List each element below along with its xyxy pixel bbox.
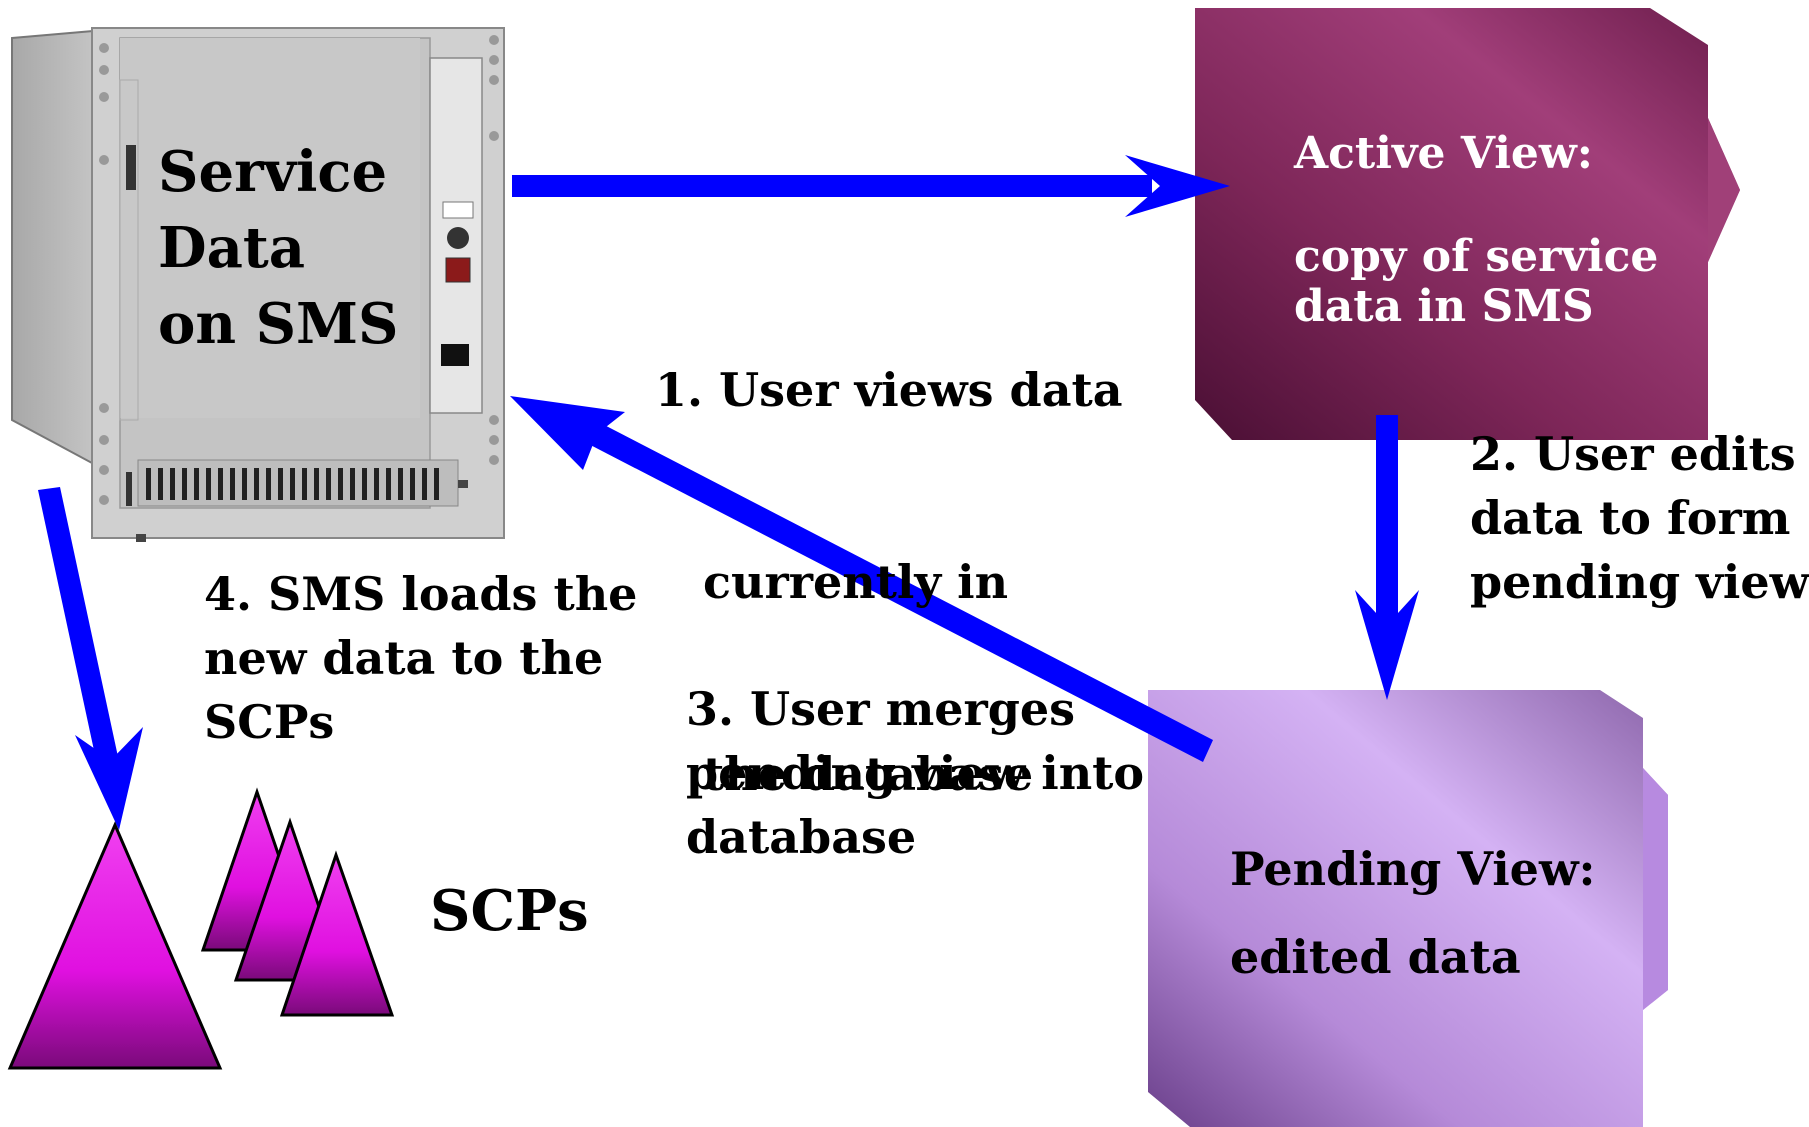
pending-view-body: edited data xyxy=(1230,930,1521,984)
arrow-step3 xyxy=(510,396,1213,762)
active-view-title: Active View: xyxy=(1294,128,1594,179)
step3-line-3: database xyxy=(686,810,917,864)
step2-line-3: pending view xyxy=(1470,555,1809,609)
pending-view-box xyxy=(1148,690,1668,1127)
sms-server-icon xyxy=(11,27,505,542)
step4-line-1: 4. SMS loads the xyxy=(204,567,638,621)
scp-large-triangle xyxy=(7,821,223,1070)
active-view-box xyxy=(1195,8,1740,440)
server-label: Service Data on SMS xyxy=(158,134,398,362)
arrow-step1 xyxy=(512,155,1230,217)
pending-view-title: Pending View: xyxy=(1230,842,1596,896)
step1-line-2: currently in xyxy=(655,555,1009,609)
step1-line-3: the database xyxy=(655,747,1034,801)
step3-line-1: 3. User merges xyxy=(686,682,1076,736)
active-view-body: copy of service data in SMS xyxy=(1294,232,1658,332)
arrow-step2 xyxy=(1355,415,1419,700)
step2-label: 2. User edits data to form pending view xyxy=(1470,422,1809,614)
server-label-line-2: Data xyxy=(158,215,305,281)
step1-label: 1. User views data currently in the data… xyxy=(655,230,1123,934)
scps-label: SCPs xyxy=(430,878,589,944)
step3-line-2: pending view into xyxy=(686,746,1145,800)
step1-line-1: 1. User views data xyxy=(655,363,1123,417)
step4-label: 4. SMS loads the new data to the SCPs xyxy=(204,562,637,754)
server-label-line-1: Service xyxy=(158,139,388,205)
step2-line-1: 2. User edits xyxy=(1470,427,1796,481)
server-vent-grille xyxy=(146,468,439,500)
active-view-body-line-1: copy of service xyxy=(1294,231,1659,282)
step4-line-2: new data to the xyxy=(204,631,604,685)
step2-line-2: data to form xyxy=(1470,491,1791,545)
step3-label: 3. User merges pending view into databas… xyxy=(686,677,1144,869)
scp-triangle-group xyxy=(200,787,395,1017)
arrow-step4 xyxy=(38,487,143,830)
server-label-line-3: on SMS xyxy=(158,291,399,357)
step4-line-3: SCPs xyxy=(204,695,335,749)
active-view-body-line-2: data in SMS xyxy=(1294,281,1594,332)
